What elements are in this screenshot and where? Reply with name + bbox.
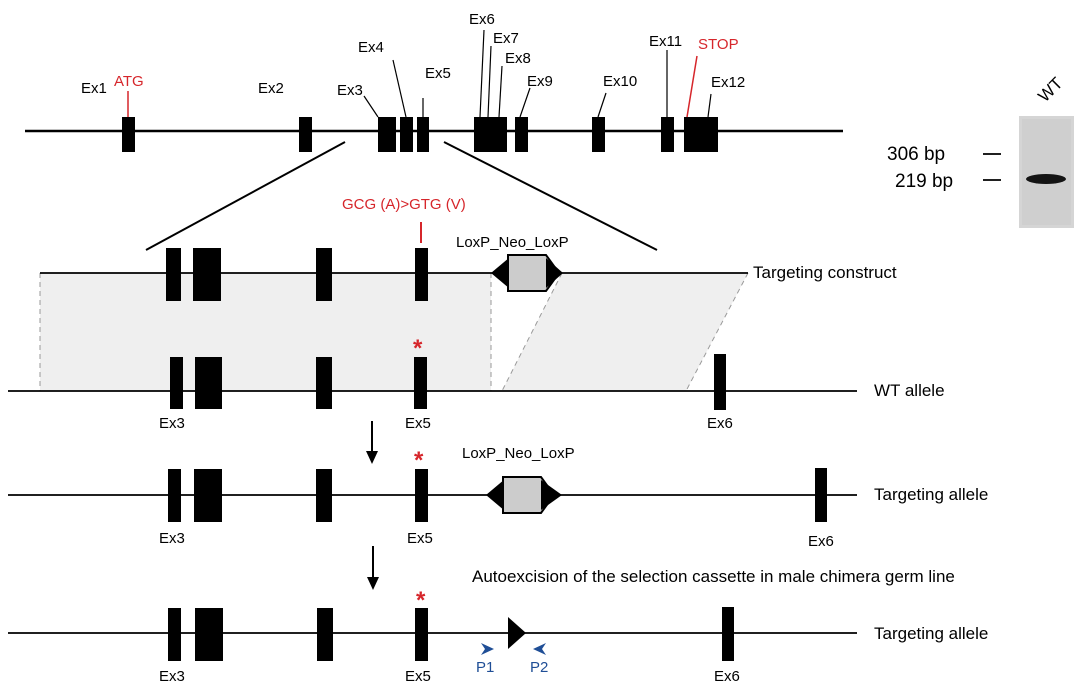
construct-loxp-right	[546, 258, 563, 288]
homology-guides	[39, 272, 749, 392]
stop-marker-line	[686, 55, 698, 118]
targeting-label-ex5: Ex5	[407, 530, 433, 547]
construct-exon-3b	[193, 248, 221, 301]
gene-map-leader-lines	[363, 29, 712, 118]
zoom-line-right	[443, 141, 658, 251]
homology-region-right	[502, 273, 748, 391]
label-ex8: Ex8	[505, 50, 531, 67]
targeting-mutation-asterisk: *	[414, 447, 424, 474]
label-ex12: Ex12	[711, 74, 745, 91]
label-ex6: Ex6	[469, 11, 495, 28]
gene-map-exon-11	[661, 117, 674, 152]
gene-map-exon-5	[417, 117, 429, 152]
label-ex10: Ex10	[603, 73, 637, 90]
gel-lane-label: WT	[1034, 74, 1066, 106]
final-loxp	[508, 617, 526, 649]
final-exon-4	[317, 608, 333, 661]
gel-panel: WT 306 bp 219 bp	[887, 74, 1074, 228]
construct-row: GCG (A)>GTG (V) LoxP_Neo_LoxP Targeting …	[40, 196, 897, 301]
gel-band-219bp	[1026, 174, 1066, 184]
gene-map-exon-4	[400, 117, 413, 152]
final-label-ex5: Ex5	[405, 668, 431, 685]
gene-map-exon-2	[299, 117, 312, 152]
construct-exon-3a	[166, 248, 181, 301]
final-exon-3a	[168, 608, 181, 661]
gel-image-shade	[1022, 119, 1071, 225]
final-row: * P1 P2 Ex3 Ex5 Ex6 Targeting allele	[8, 587, 988, 685]
zoom-line-left	[145, 141, 346, 251]
wt-label-ex5: Ex5	[405, 415, 431, 432]
targeting-exon-4	[316, 469, 332, 522]
targeting-row: * LoxP_Neo_LoxP Ex3 Ex5 Ex6 Targeting al…	[8, 445, 988, 550]
gene-map-exon-6-7-8	[474, 117, 507, 152]
final-row-label: Targeting allele	[874, 624, 988, 643]
final-exon-3b	[195, 608, 223, 661]
gene-map: Ex1 ATG Ex2 Ex3 Ex4 Ex5 Ex6 Ex7 Ex8 Ex9 …	[25, 11, 843, 152]
label-ex2: Ex2	[258, 80, 284, 97]
label-ex11: Ex11	[649, 33, 682, 50]
primer-p1-label: P1	[476, 659, 494, 676]
gel-marker-219: 219 bp	[895, 171, 953, 192]
gene-map-exon-12	[684, 117, 718, 152]
final-exon-6	[722, 607, 734, 661]
final-label-ex6: Ex6	[714, 668, 740, 685]
label-ex4: Ex4	[358, 39, 384, 56]
gene-map-exon-3	[378, 117, 396, 152]
mutation-label: GCG (A)>GTG (V)	[342, 196, 466, 213]
wt-mutation-asterisk: *	[413, 335, 423, 362]
gene-map-exon-9	[515, 117, 528, 152]
wt-exon-3b	[195, 357, 222, 409]
wt-row-label: WT allele	[874, 381, 945, 400]
targeting-exon-3b	[194, 469, 222, 522]
wt-label-ex3: Ex3	[159, 415, 185, 432]
targeting-exon-6	[815, 468, 827, 522]
wt-row: * Ex3 Ex5 Ex6 WT allele	[8, 335, 945, 432]
primer-p1-arrowhead	[481, 643, 494, 655]
label-ex1: Ex1	[81, 80, 107, 97]
targeting-row-label: Targeting allele	[874, 485, 988, 504]
targeting-exon-5	[415, 469, 428, 522]
construct-row-label: Targeting construct	[753, 263, 897, 282]
down-arrow-2	[367, 546, 379, 590]
targeting-exon-3a	[168, 469, 181, 522]
gene-map-exon-10	[592, 117, 605, 152]
final-label-ex3: Ex3	[159, 668, 185, 685]
down-arrow-1	[366, 421, 378, 464]
primer-p2-arrowhead	[533, 643, 546, 655]
targeting-label-ex3: Ex3	[159, 530, 185, 547]
homology-region-left	[40, 273, 491, 391]
final-mutation-asterisk: *	[416, 587, 426, 614]
targeting-loxp-left	[486, 479, 505, 511]
gel-marker-306: 306 bp	[887, 144, 945, 165]
construct-exon-4	[316, 248, 332, 301]
label-ex3: Ex3	[337, 82, 363, 99]
targeting-cassette-label: LoxP_Neo_LoxP	[462, 445, 575, 462]
label-ex5: Ex5	[425, 65, 451, 82]
gene-map-exon-1	[122, 117, 135, 152]
excision-note: Autoexcision of the selection cassette i…	[472, 567, 955, 586]
construct-exon-5	[415, 248, 428, 301]
wt-exon-3a	[170, 357, 183, 409]
construct-loxp-left	[491, 257, 510, 289]
primer-p2-label: P2	[530, 659, 548, 676]
wt-exon-6	[714, 354, 726, 410]
label-ex9: Ex9	[527, 73, 553, 90]
final-exon-5	[415, 608, 428, 661]
construct-cassette-label: LoxP_Neo_LoxP	[456, 234, 569, 251]
targeting-label-ex6: Ex6	[808, 533, 834, 550]
wt-exon-4	[316, 357, 332, 409]
label-atg: ATG	[114, 73, 144, 90]
targeting-loxp-right	[541, 480, 562, 510]
wt-exon-5	[414, 357, 427, 409]
label-stop: STOP	[698, 36, 739, 53]
label-ex7: Ex7	[493, 30, 519, 47]
wt-label-ex6: Ex6	[707, 415, 733, 432]
